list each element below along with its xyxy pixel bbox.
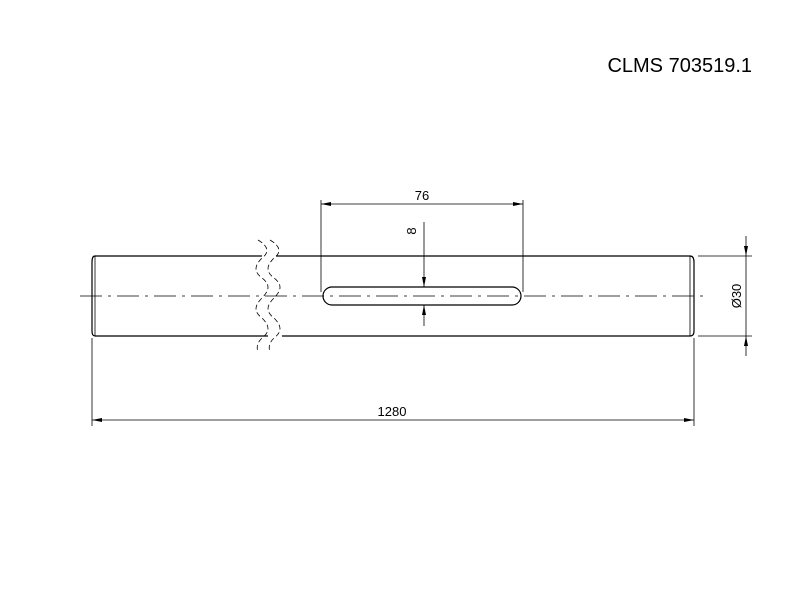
dimension-label: 76 bbox=[415, 188, 429, 203]
arrowhead bbox=[422, 277, 426, 287]
dimension-overall-length: 1280 bbox=[91, 338, 695, 426]
arrowhead bbox=[422, 305, 426, 315]
arrowhead bbox=[513, 202, 523, 206]
dimension-diameter: Ø30 bbox=[698, 236, 752, 356]
shaft-right-end bbox=[689, 255, 695, 337]
arrowhead bbox=[684, 418, 694, 422]
keyway-slot bbox=[322, 286, 522, 306]
arrowhead bbox=[92, 418, 102, 422]
arrowhead bbox=[744, 336, 748, 346]
dimension-label: 1280 bbox=[378, 404, 407, 419]
shaft-left-end bbox=[91, 255, 96, 337]
dimension-slot-length: 76 bbox=[320, 188, 524, 292]
dimension-label: 8 bbox=[404, 227, 419, 234]
shaft-body bbox=[91, 255, 695, 337]
dimension-label: Ø30 bbox=[729, 284, 744, 309]
dimension-slot-width: 8 bbox=[404, 222, 426, 326]
arrowhead bbox=[321, 202, 331, 206]
arrowhead bbox=[744, 246, 748, 256]
part-number: CLMS 703519.1 bbox=[607, 55, 752, 77]
